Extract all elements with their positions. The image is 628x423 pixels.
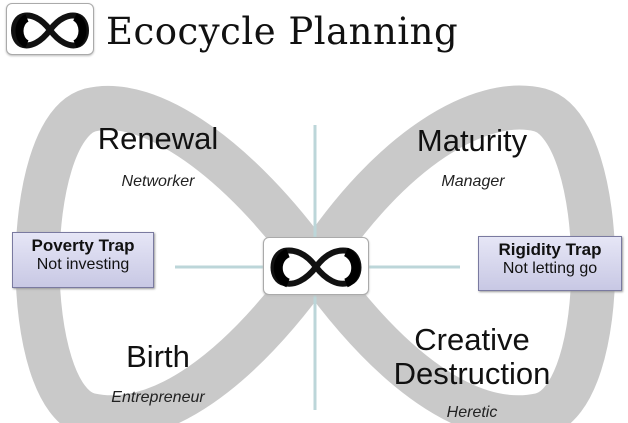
trap-subtitle: Not investing [36, 256, 130, 273]
center-logo [263, 237, 369, 295]
rigidity-trap-box: Rigidity Trap Not letting go [478, 236, 622, 291]
role-entrepreneur: Entrepreneur [111, 389, 205, 406]
phase-renewal: Renewal [97, 121, 219, 156]
page-title: Ecocycle Planning [106, 10, 459, 53]
trap-title: Poverty Trap [31, 236, 135, 255]
role-heretic: Heretic [446, 404, 498, 421]
poverty-trap-box: Poverty Trap Not investing [12, 232, 154, 288]
trap-subtitle: Not letting go [502, 260, 598, 277]
logo [6, 3, 94, 55]
role-manager: Manager [441, 173, 505, 190]
infinity-loop-icon [11, 12, 89, 49]
role-networker: Networker [121, 173, 195, 190]
infinity-loop-icon [270, 247, 362, 288]
phase-maturity: Maturity [416, 123, 528, 158]
phase-creative-destruction: Creative Destruction [393, 322, 551, 391]
phase-birth: Birth [126, 339, 190, 374]
trap-title: Rigidity Trap [498, 240, 602, 259]
